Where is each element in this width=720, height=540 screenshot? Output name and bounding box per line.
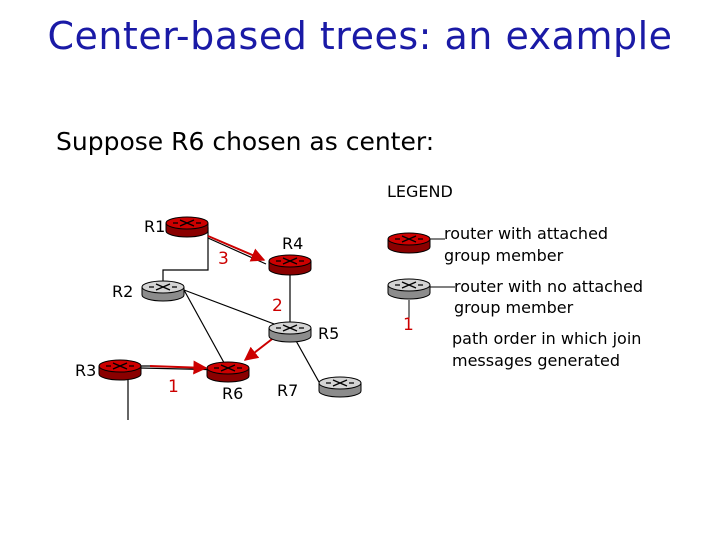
router-r6 [206, 361, 250, 383]
legend: LEGEND router with attached group member… [387, 182, 643, 370]
router-r5 [268, 321, 312, 343]
label-r3: R3 [75, 361, 96, 380]
path-order-2: 2 [272, 296, 283, 316]
link-r1-r4 [207, 237, 267, 265]
router-r7 [318, 376, 362, 398]
path-arrow-r3-r6 [149, 360, 208, 375]
legend-nonmember-line2: group member [454, 298, 574, 317]
label-r4: R4 [282, 234, 303, 253]
label-r7: R7 [277, 381, 298, 400]
router-r1 [165, 216, 209, 238]
link-r2-r6 [183, 289, 229, 371]
router-r3 [98, 359, 142, 381]
legend-nonmember-line1: router with no attached [454, 277, 643, 296]
legend-heading: LEGEND [387, 182, 453, 201]
legend-order-line1: path order in which join [452, 329, 641, 348]
legend-order-line2: messages generated [452, 351, 620, 370]
label-r2: R2 [112, 282, 133, 301]
router-r2 [141, 280, 185, 302]
path-order-3: 3 [218, 249, 229, 269]
path-order-1: 1 [168, 377, 179, 397]
legend-member-line1: router with attached [444, 224, 608, 243]
join-paths [127, 227, 277, 420]
legend-order-sample: 1 [403, 315, 414, 335]
label-r6: R6 [222, 384, 243, 403]
legend-nonmember-router-icon [387, 278, 431, 300]
legend-member-line2: group member [444, 246, 564, 265]
path-arrow-r5-r6 [243, 335, 277, 361]
link-r2-r5 [183, 289, 291, 331]
slide-title: Center-based trees: an example [47, 14, 673, 58]
router-r4 [268, 254, 312, 276]
legend-member-router-icon [387, 232, 431, 254]
slide-subtitle: Suppose R6 chosen as center: [56, 127, 435, 156]
label-r1: R1 [144, 217, 165, 236]
label-r5: R5 [318, 324, 339, 343]
path-arrow-r1-r4 [207, 235, 266, 262]
